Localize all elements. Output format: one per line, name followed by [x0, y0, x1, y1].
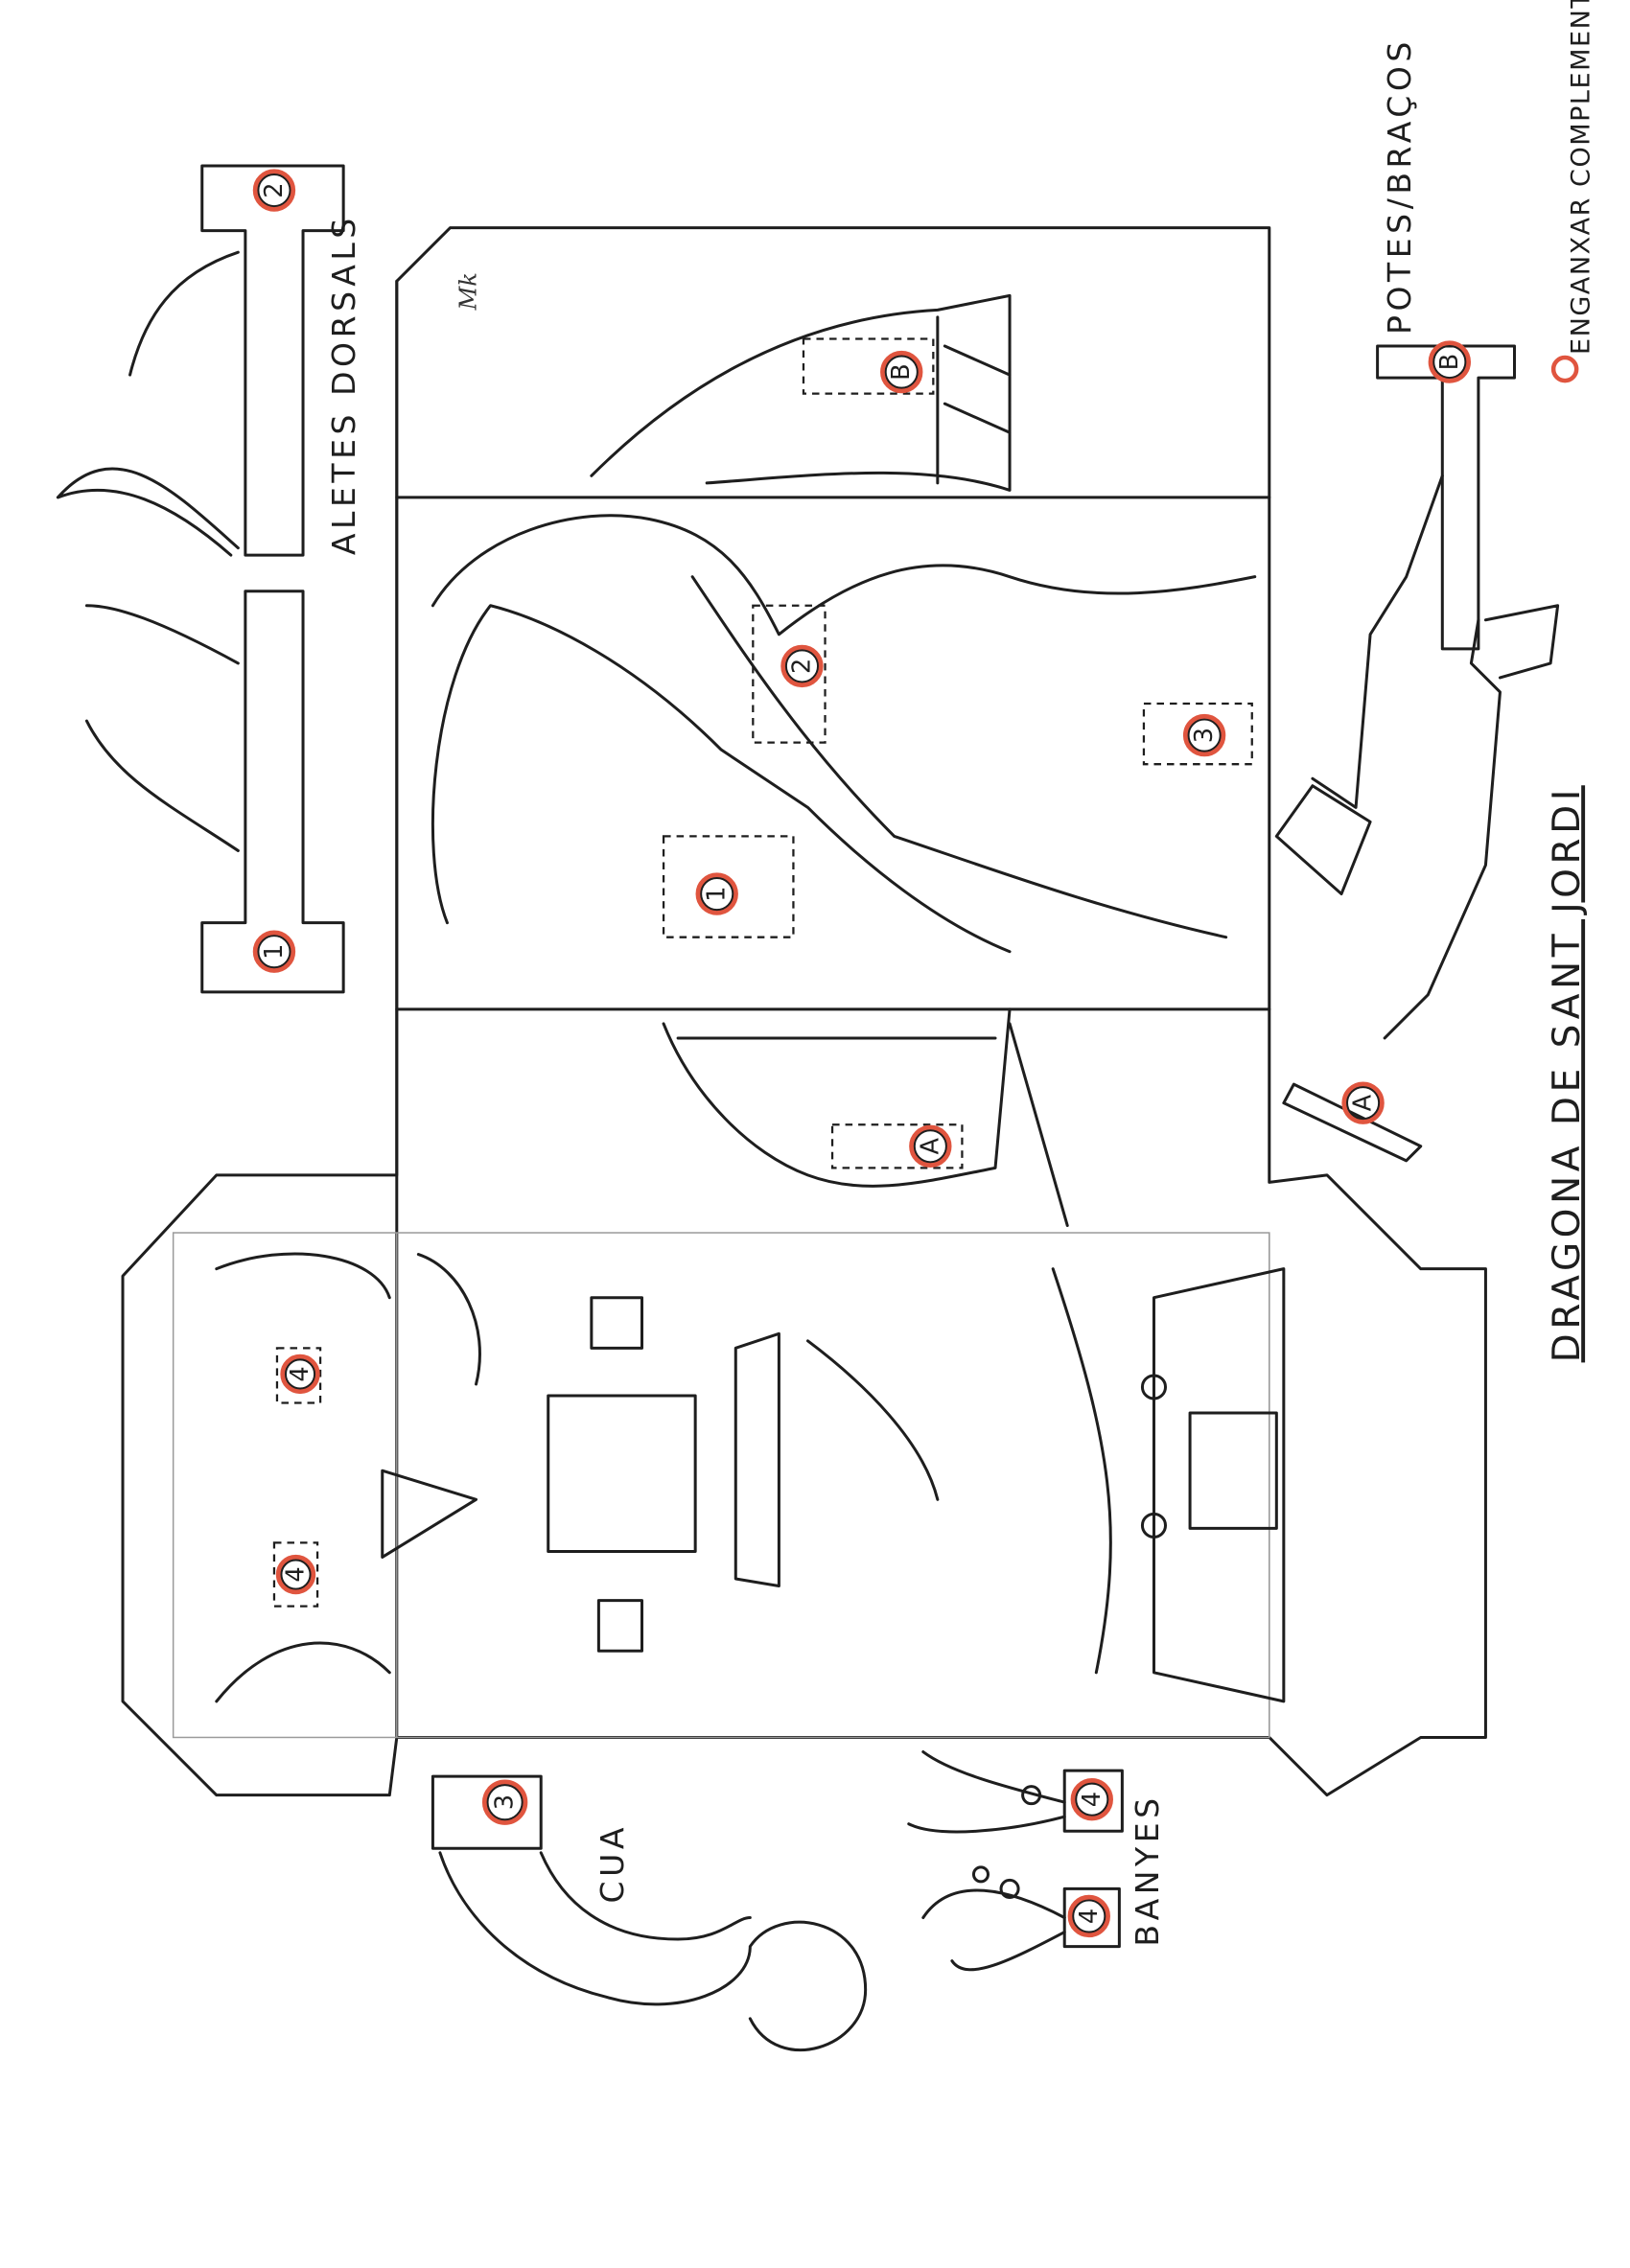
marker-fin-2: 2	[252, 169, 296, 212]
marker-body-a: A	[909, 1124, 952, 1168]
marker-face-4-left: 4	[280, 1354, 320, 1395]
marker-fin-1: 1	[252, 930, 296, 973]
wing-drawing	[431, 293, 1257, 954]
label-tail: CUA	[594, 1823, 631, 1903]
svg-text:1: 1	[260, 944, 289, 960]
marker-body-1: 1	[695, 872, 738, 915]
glue-areas	[272, 337, 1253, 1608]
svg-text:A: A	[1349, 1094, 1378, 1111]
tail	[431, 1774, 868, 2052]
page-title: DRAGONA DE SANT JORDI	[1546, 785, 1589, 1362]
svg-text:B: B	[1435, 354, 1464, 371]
face-drawing	[215, 1007, 1286, 1703]
marker-body-2: 2	[780, 644, 824, 688]
svg-text:4: 4	[1078, 1792, 1106, 1807]
legend: ENGANXAR COMPLEMENTS	[1550, 0, 1596, 383]
dorsal-fins	[56, 164, 345, 994]
legend-text: ENGANXAR COMPLEMENTS	[1567, 0, 1596, 355]
glue-marker-legend-icon	[1550, 355, 1579, 383]
svg-text:4: 4	[282, 1566, 311, 1582]
marker-body-3: 3	[1182, 713, 1226, 757]
svg-text:4: 4	[1075, 1909, 1104, 1924]
body-template	[121, 226, 1487, 1797]
marker-leg-a: A	[1341, 1081, 1385, 1124]
label-legs-arms: POTES/BRAÇOS	[1381, 37, 1418, 335]
marker-tail-3: 3	[481, 1779, 528, 1825]
marker-leg-b: B	[1428, 340, 1472, 383]
marker-horn-4-top: 4	[1070, 1777, 1113, 1821]
legs-arms	[1274, 344, 1560, 1163]
svg-text:B: B	[887, 363, 916, 381]
svg-text:3: 3	[1190, 728, 1219, 743]
label-dorsal-fins: ALETES DORSALS	[325, 214, 362, 555]
svg-text:2: 2	[787, 659, 816, 674]
signature: Mk	[455, 272, 482, 311]
label-horns: BANYES	[1129, 1794, 1166, 1946]
svg-text:3: 3	[491, 1794, 520, 1810]
marker-horn-4-bottom: 4	[1067, 1894, 1110, 1938]
svg-text:4: 4	[286, 1366, 314, 1381]
svg-text:A: A	[916, 1138, 944, 1155]
marker-body-b: B	[880, 350, 923, 394]
marker-face-4-right: 4	[275, 1554, 316, 1595]
svg-text:1: 1	[703, 886, 732, 901]
svg-text:2: 2	[260, 182, 289, 197]
horns	[907, 1750, 1124, 1972]
